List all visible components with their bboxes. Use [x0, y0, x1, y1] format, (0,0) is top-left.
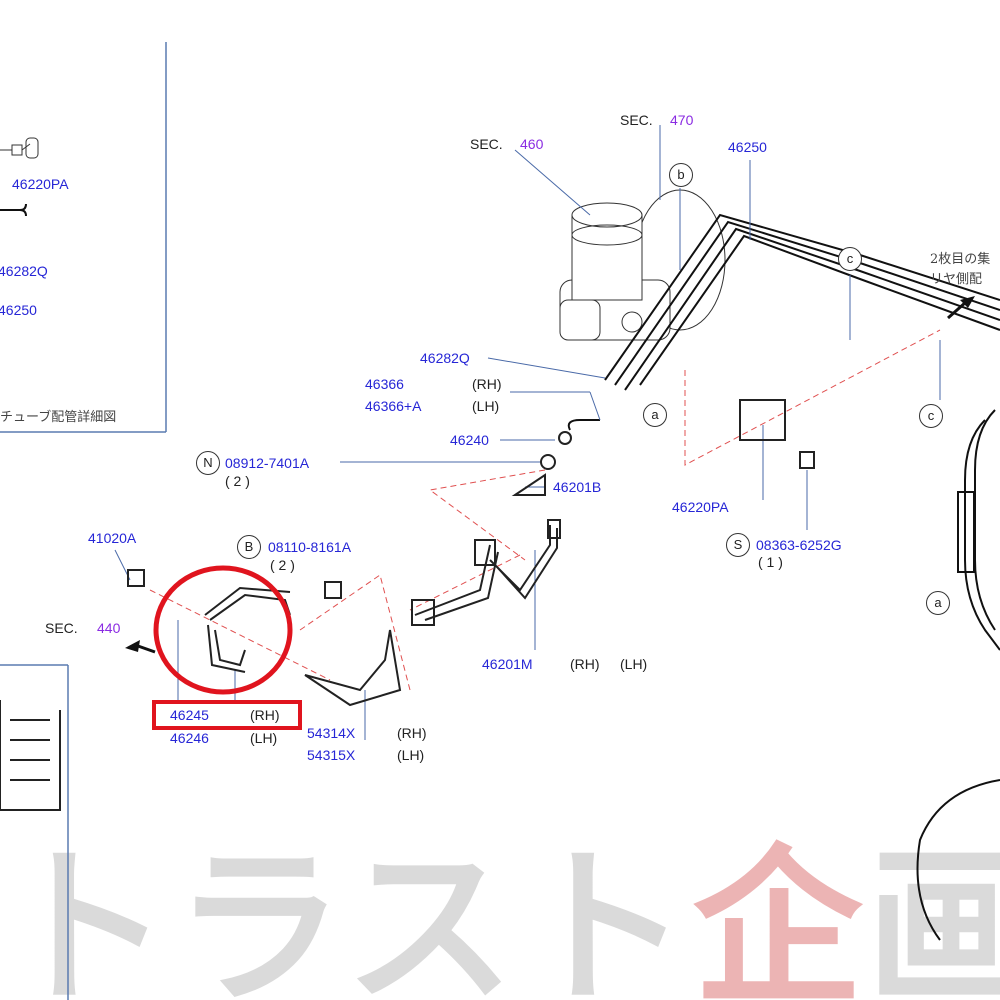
callout-c: c [838, 247, 862, 271]
inset-label: 46250 [0, 302, 37, 318]
hose-parts [0, 399, 815, 811]
part-46246[interactable]: 46246 [170, 730, 209, 746]
highlight-box [152, 700, 302, 730]
callout-n: N [196, 451, 220, 475]
part-41020A[interactable]: 41020A [88, 530, 137, 546]
master-cylinder [559, 189, 726, 341]
sec-prefix: SEC. [620, 112, 653, 128]
callout-b: b [669, 163, 693, 187]
sec-prefix: SEC. [45, 620, 78, 636]
side-label: (RH) [250, 707, 280, 723]
part-46201B[interactable]: 46201B [553, 479, 602, 495]
callout-b-bolt: B [237, 535, 261, 559]
watermark: トラスト企画 [0, 830, 1000, 1000]
note-right: リヤ側配 [930, 272, 983, 287]
part-46240[interactable]: 46240 [450, 432, 489, 448]
qty-label: ( 2 ) [270, 557, 295, 573]
inset-label: 46220PA [12, 176, 69, 192]
qty-label: ( 2 ) [225, 473, 250, 489]
callout-a: a [926, 591, 950, 615]
part-46245[interactable]: 46245 [170, 707, 209, 723]
part-46220PA[interactable]: 46220PA [672, 499, 729, 515]
side-label: (LH) [620, 656, 648, 672]
inset-caption: チューブ配管詳細図 [0, 410, 117, 425]
sec-470-link[interactable]: 470 [670, 112, 694, 128]
side-label: (LH) [472, 398, 500, 414]
callout-a: a [643, 403, 667, 427]
side-label: (RH) [570, 656, 600, 672]
part-54314X[interactable]: 54314X [307, 725, 356, 741]
part-46250[interactable]: 46250 [728, 139, 767, 155]
part-08912-7401A[interactable]: 08912-7401A [225, 455, 310, 471]
part-46366A[interactable]: 46366+A [365, 398, 422, 414]
part-08110-8161A[interactable]: 08110-8161A [268, 539, 352, 555]
side-label: (RH) [397, 725, 427, 741]
highlight-circle [153, 565, 293, 695]
part-54315X[interactable]: 54315X [307, 747, 356, 763]
part-46366[interactable]: 46366 [365, 376, 404, 392]
part-46282Q[interactable]: 46282Q [420, 350, 470, 366]
sec-prefix: SEC. [470, 136, 503, 152]
callout-s: S [726, 533, 750, 557]
part-08363-6252G[interactable]: 08363-6252G [756, 537, 842, 553]
qty-label: ( 1 ) [758, 554, 783, 570]
note-right: 2枚目の集 [930, 252, 991, 267]
side-label: (LH) [250, 730, 278, 746]
inset-label: 46282Q [0, 263, 48, 279]
side-label: (RH) [472, 376, 502, 392]
sec-460-link[interactable]: 460 [520, 136, 544, 152]
side-label: (LH) [397, 747, 425, 763]
brake-lines [567, 213, 1000, 941]
callout-c: c [919, 404, 943, 428]
sec-440-link[interactable]: 440 [97, 620, 121, 636]
part-46201M[interactable]: 46201M [482, 656, 533, 672]
